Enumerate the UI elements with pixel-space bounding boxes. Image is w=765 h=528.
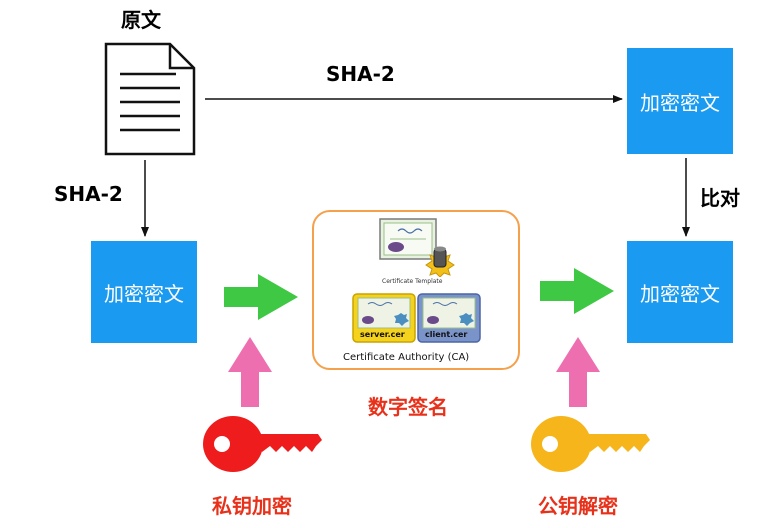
private-key-icon	[203, 416, 322, 472]
encrypted-box-left: 加密密文	[91, 241, 197, 343]
private-key-label: 私钥加密	[212, 494, 292, 518]
sha2-top-label: SHA-2	[326, 62, 395, 86]
green-arrow-left	[224, 274, 298, 320]
encrypted-box-left-label: 加密密文	[104, 281, 184, 306]
sha2-left-label: SHA-2	[54, 182, 123, 206]
pink-arrow-right	[556, 337, 600, 407]
certificate-template-label: Certificate Template	[382, 278, 443, 285]
certificate-authority-label: Certificate Authority (CA)	[343, 352, 470, 363]
client-cert-label: client.cer	[425, 330, 468, 339]
encrypted-box-bottom-right: 加密密文	[627, 241, 733, 343]
encrypted-box-bottom-right-label: 加密密文	[640, 281, 720, 306]
client-cert-icon	[417, 293, 481, 343]
public-key-label: 公钥解密	[538, 494, 618, 518]
public-key-icon	[531, 416, 650, 472]
server-cert-icon	[352, 293, 416, 343]
encrypted-box-top-right-label: 加密密文	[640, 90, 720, 115]
server-cert-label: server.cer	[360, 330, 405, 339]
compare-label: 比对	[700, 186, 740, 210]
digital-signature-label: 数字签名	[368, 395, 448, 419]
encrypted-box-top-right: 加密密文	[627, 48, 733, 154]
certificate-template-icon	[379, 218, 455, 277]
document-icon	[104, 42, 196, 156]
pink-arrow-left	[228, 337, 272, 407]
original-text-label: 原文	[121, 8, 161, 32]
green-arrow-right	[540, 268, 614, 314]
